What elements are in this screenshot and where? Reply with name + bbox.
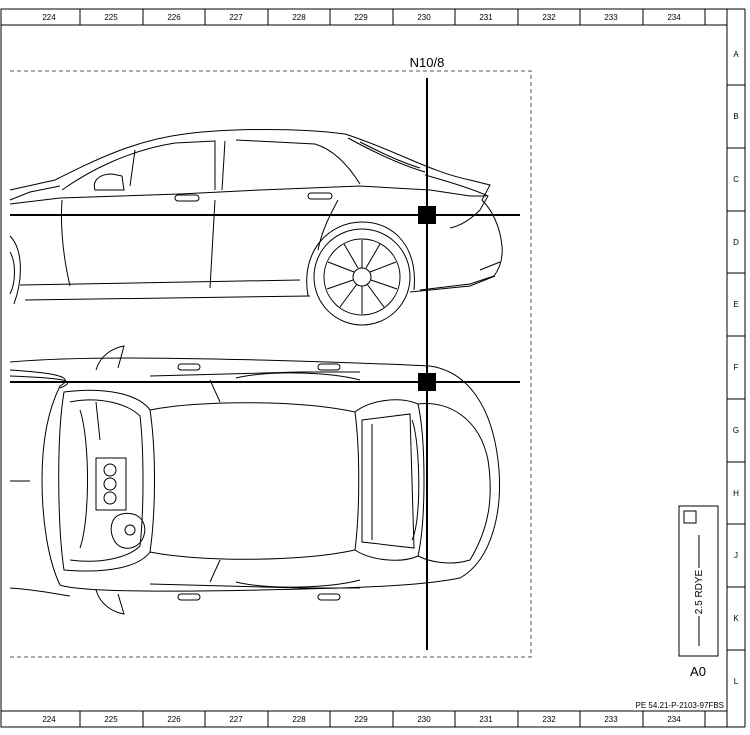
connector-symbol[interactable]: 2.5 RDYE (678, 505, 719, 657)
column-label: 233 (604, 13, 618, 22)
wire-label: 2.5 RDYE (694, 569, 705, 614)
column-label: 227 (229, 13, 243, 22)
row-label: C (733, 175, 739, 184)
row-label: K (733, 614, 739, 623)
column-labels-top: 224 225 226 227 228 229 230 231 232 233 … (42, 13, 681, 22)
pin-square-icon (683, 510, 697, 524)
column-label: 229 (354, 13, 368, 22)
row-label: B (733, 112, 738, 121)
column-label: 224 (42, 13, 56, 22)
column-label: 225 (104, 13, 118, 22)
car-side-view-icon (9, 129, 503, 326)
component-label: N10/8 (410, 55, 445, 70)
row-label: E (733, 300, 738, 309)
row-label: H (733, 489, 739, 498)
column-label: 234 (667, 715, 681, 724)
column-label: 228 (292, 13, 306, 22)
column-label: 228 (292, 715, 306, 724)
column-label: 234 (667, 13, 681, 22)
column-label: 231 (479, 715, 493, 724)
document-number: PE 54.21-P-2103-97FBS (636, 701, 725, 710)
column-label: 229 (354, 715, 368, 724)
row-label: L (734, 677, 739, 686)
sheet-frame (0, 8, 728, 728)
component-locator (10, 78, 520, 650)
row-label: F (734, 363, 739, 372)
location-marker-icon[interactable] (418, 206, 436, 224)
column-label: 230 (417, 715, 431, 724)
location-marker-icon[interactable] (418, 373, 436, 391)
row-label: G (733, 426, 739, 435)
column-label: 232 (542, 13, 556, 22)
row-labels: A B C D E F G H J K L (733, 50, 739, 686)
column-label: 230 (417, 13, 431, 22)
column-label: 232 (542, 715, 556, 724)
car-top-view-icon (9, 345, 500, 615)
detail-window (10, 70, 532, 658)
column-label: 233 (604, 715, 618, 724)
column-label: 226 (167, 13, 181, 22)
column-dividers (79, 9, 706, 727)
column-label: 224 (42, 715, 56, 724)
row-label: D (733, 238, 739, 247)
column-label: 225 (104, 715, 118, 724)
column-label: 227 (229, 715, 243, 724)
column-label: 231 (479, 13, 493, 22)
row-dividers (727, 84, 745, 651)
row-label: J (734, 551, 738, 560)
row-label: A (733, 50, 739, 59)
column-labels-bottom: 224 225 226 227 228 229 230 231 232 233 … (42, 715, 681, 724)
column-label: 226 (167, 715, 181, 724)
connector-label: A0 (690, 664, 706, 679)
